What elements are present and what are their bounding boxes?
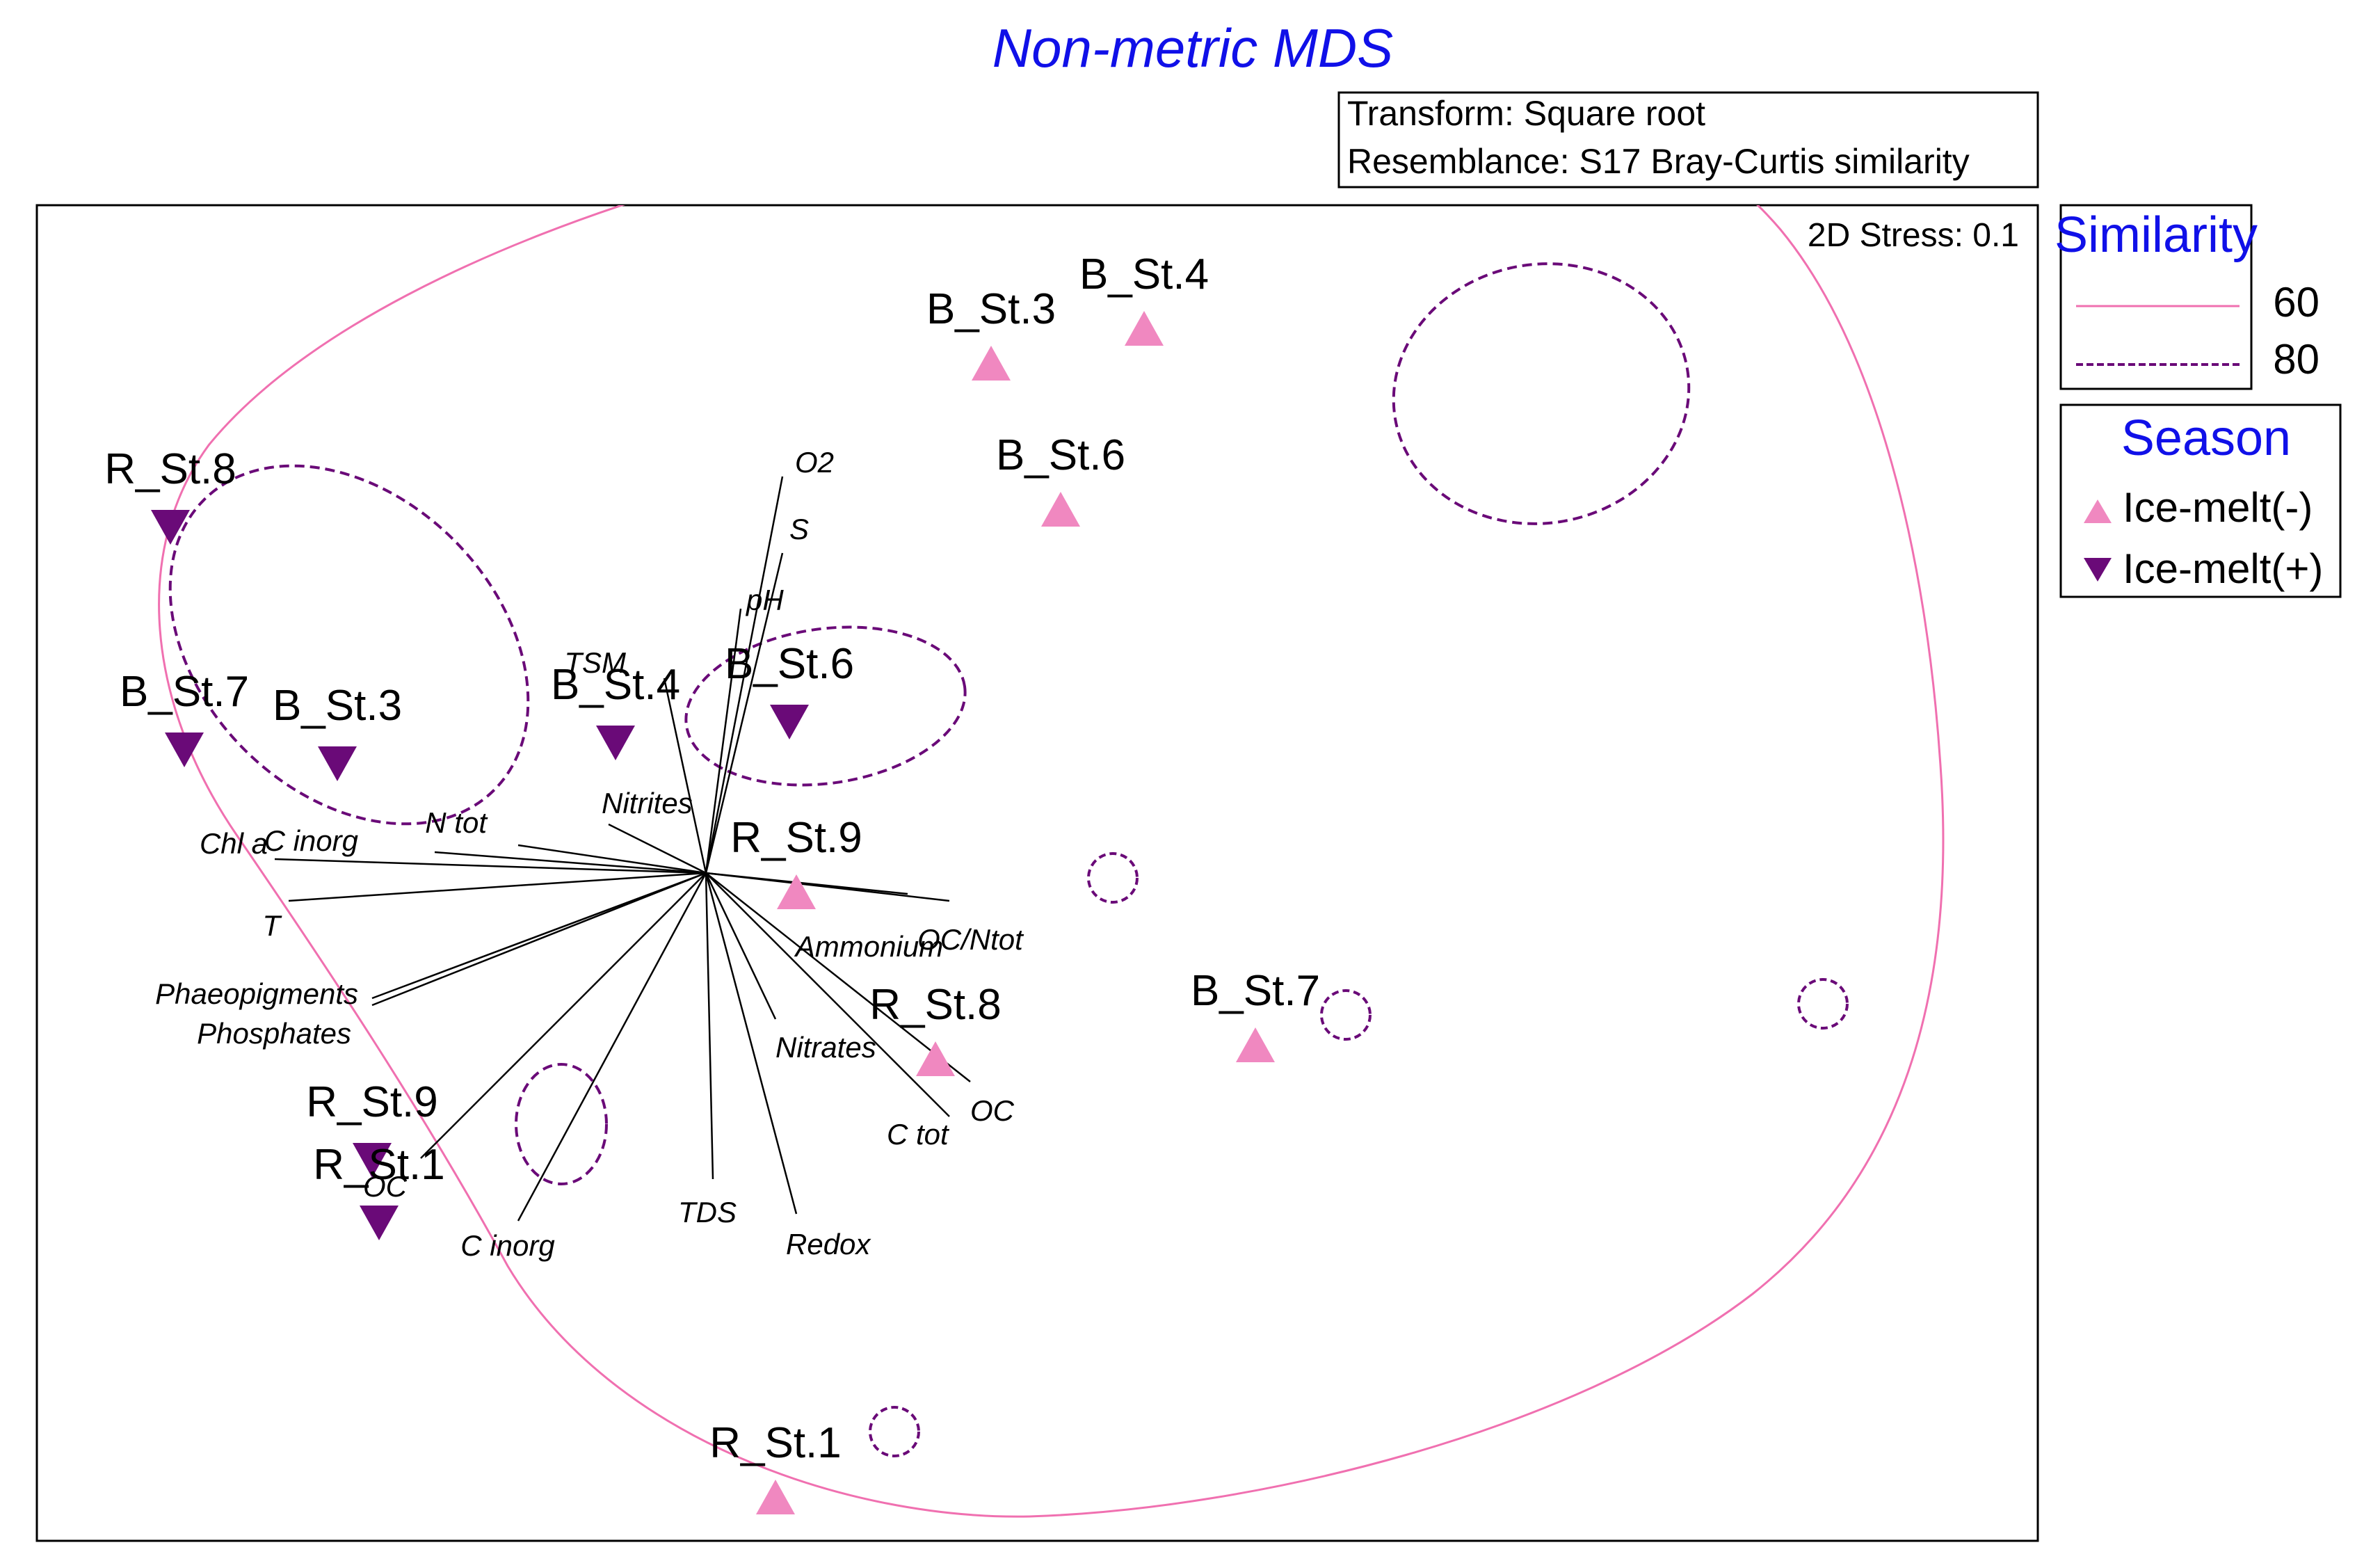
point-label-ice-melt-b-st-6: B_St.6	[996, 431, 1125, 479]
vector-label-chl-a: Chl a	[200, 827, 268, 860]
vector-line-oc	[420, 872, 707, 1159]
vector-line-phaeopigments	[371, 872, 707, 1000]
similarity-80-contour	[1320, 989, 1372, 1041]
point-label-ice-melt-b-st-7: B_St.7	[1191, 967, 1320, 1015]
similarity-80-contour	[684, 625, 967, 787]
vector-line-phosphates	[371, 872, 707, 1007]
ice-melt-minus-legend-label: Ice-melt(-)	[2123, 484, 2313, 531]
vector-label-tsm: TSM	[564, 646, 626, 679]
similarity-80-contour	[1392, 262, 1691, 525]
vector-line-n-tot	[517, 844, 707, 874]
season-legend: Season Ice-melt(-) Ice-melt(+)	[2059, 403, 2342, 598]
point-ice-melt-r-st-9	[353, 1143, 392, 1178]
ice-melt-plus-legend-marker	[2084, 558, 2112, 582]
vector-line-c-tot	[705, 872, 950, 1117]
similarity-legend: Similarity 60 80	[2055, 204, 2319, 390]
vector-line-c-inorg	[434, 851, 707, 874]
vector-label-nitrates: Nitrates	[775, 1031, 876, 1064]
season-legend-title: Season	[2121, 410, 2291, 466]
point-label-ice-melt-r-st-8: R_St.8	[104, 445, 236, 493]
point-label-ice-melt-b-st-4: B_St.4	[551, 661, 680, 709]
similarity-60-label: 60	[2273, 279, 2319, 326]
point-ice-melt-b-st-4	[1125, 311, 1164, 346]
vector-label-ph: pH	[745, 584, 784, 616]
transform-info-box	[1337, 91, 2039, 189]
point-label-ice-melt-b-st-7: B_St.7	[120, 668, 249, 716]
vector-label-c-tot: C tot	[887, 1118, 950, 1151]
vector-label-redox: Redox	[786, 1228, 871, 1260]
similarity-80-contour	[1087, 852, 1139, 904]
vector-line-tsm	[663, 678, 707, 874]
ice-melt-minus-legend-marker	[2084, 499, 2112, 523]
vector-label-c-inorg: C inorg	[264, 824, 358, 857]
vector-label-o2: O2	[795, 446, 834, 479]
season-legend-box	[2059, 403, 2342, 598]
vector-line-nitrites	[608, 823, 707, 874]
similarity-80-contour	[1797, 978, 1849, 1030]
similarity-80-contour	[168, 464, 530, 826]
vector-line-nitrates	[705, 872, 777, 1020]
vector-line-oc-ntot	[705, 872, 950, 902]
resemblance-text: Resemblance: S17 Bray-Curtis similarity	[1347, 142, 1970, 181]
similarity-80-contour	[869, 1406, 920, 1457]
stress-text: 2D Stress: 0.1	[1808, 217, 2019, 254]
similarity-contours	[158, 205, 1945, 1518]
vector-label-oc: OC	[363, 1170, 408, 1203]
similarity-80-label: 80	[2273, 336, 2319, 383]
vector-label-nitrites: Nitrites	[602, 787, 693, 819]
plot-frame	[35, 204, 2039, 1542]
vector-label-n-tot: N tot	[425, 806, 488, 839]
vector-line-c-inorg	[517, 872, 707, 1222]
point-ice-melt-r-st-1	[360, 1206, 399, 1240]
vector-label-s: S	[789, 513, 809, 545]
similarity-80-contour	[515, 1063, 608, 1185]
vector-line-o2	[705, 476, 784, 874]
transform-text: Transform: Square root	[1347, 94, 1705, 133]
point-label-ice-melt-r-st-9: R_St.9	[730, 814, 862, 862]
point-label-ice-melt-r-st-1: R_St.1	[709, 1419, 842, 1467]
vector-line-tds	[705, 872, 714, 1180]
similarity-legend-title: Similarity	[2055, 207, 2258, 263]
vector-label-ammonium: Ammonium	[794, 930, 943, 963]
point-label-ice-melt-b-st-3: B_St.3	[926, 285, 1056, 333]
vector-label-oc: OC	[970, 1094, 1015, 1127]
point-label-ice-melt-r-st-8: R_St.8	[869, 981, 1002, 1029]
point-ice-melt-b-st-6	[1041, 492, 1080, 527]
vector-line-s	[705, 552, 784, 874]
vector-line-ph	[705, 608, 742, 874]
similarity-60-contour	[158, 205, 1945, 1518]
point-ice-melt-b-st-7	[1236, 1027, 1275, 1062]
vector-label-phosphates: Phosphates	[197, 1017, 351, 1050]
point-ice-melt-b-st-3	[318, 746, 357, 781]
vector-label-tds: TDS	[678, 1196, 737, 1228]
point-label-ice-melt-r-st-9: R_St.9	[306, 1078, 438, 1126]
vector-label-c-inorg: C inorg	[460, 1229, 554, 1262]
point-label-ice-melt-b-st-3: B_St.3	[273, 682, 402, 730]
point-ice-melt-b-st-7	[165, 733, 204, 767]
ice-melt-plus-legend-label: Ice-melt(+)	[2123, 545, 2323, 592]
similarity-legend-box	[2059, 204, 2253, 390]
point-label-ice-melt-b-st-6: B_St.6	[725, 640, 854, 688]
vector-line-redox	[705, 872, 798, 1215]
point-ice-melt-r-st-1	[756, 1480, 795, 1514]
point-label-ice-melt-r-st-1: R_St.1	[313, 1141, 445, 1189]
point-ice-melt-r-st-9	[777, 874, 816, 909]
vector-label-t: T	[262, 909, 282, 942]
point-ice-melt-b-st-4	[596, 726, 635, 760]
vector-line-oc	[705, 872, 971, 1082]
vector-label-oc-ntot: OC/Ntot	[917, 923, 1024, 956]
point-ice-melt-b-st-3	[972, 346, 1011, 381]
vector-label-phaeopigments: Phaeopigments	[155, 977, 358, 1010]
point-label-ice-melt-b-st-4: B_St.4	[1079, 250, 1209, 298]
vector-line-t	[288, 872, 707, 902]
vector-line-chl-a	[274, 858, 707, 874]
point-ice-melt-b-st-6	[770, 705, 809, 739]
chart-title: Non-metric MDS	[992, 17, 1393, 79]
point-ice-melt-r-st-8	[916, 1041, 955, 1076]
point-ice-melt-r-st-8	[151, 510, 190, 545]
